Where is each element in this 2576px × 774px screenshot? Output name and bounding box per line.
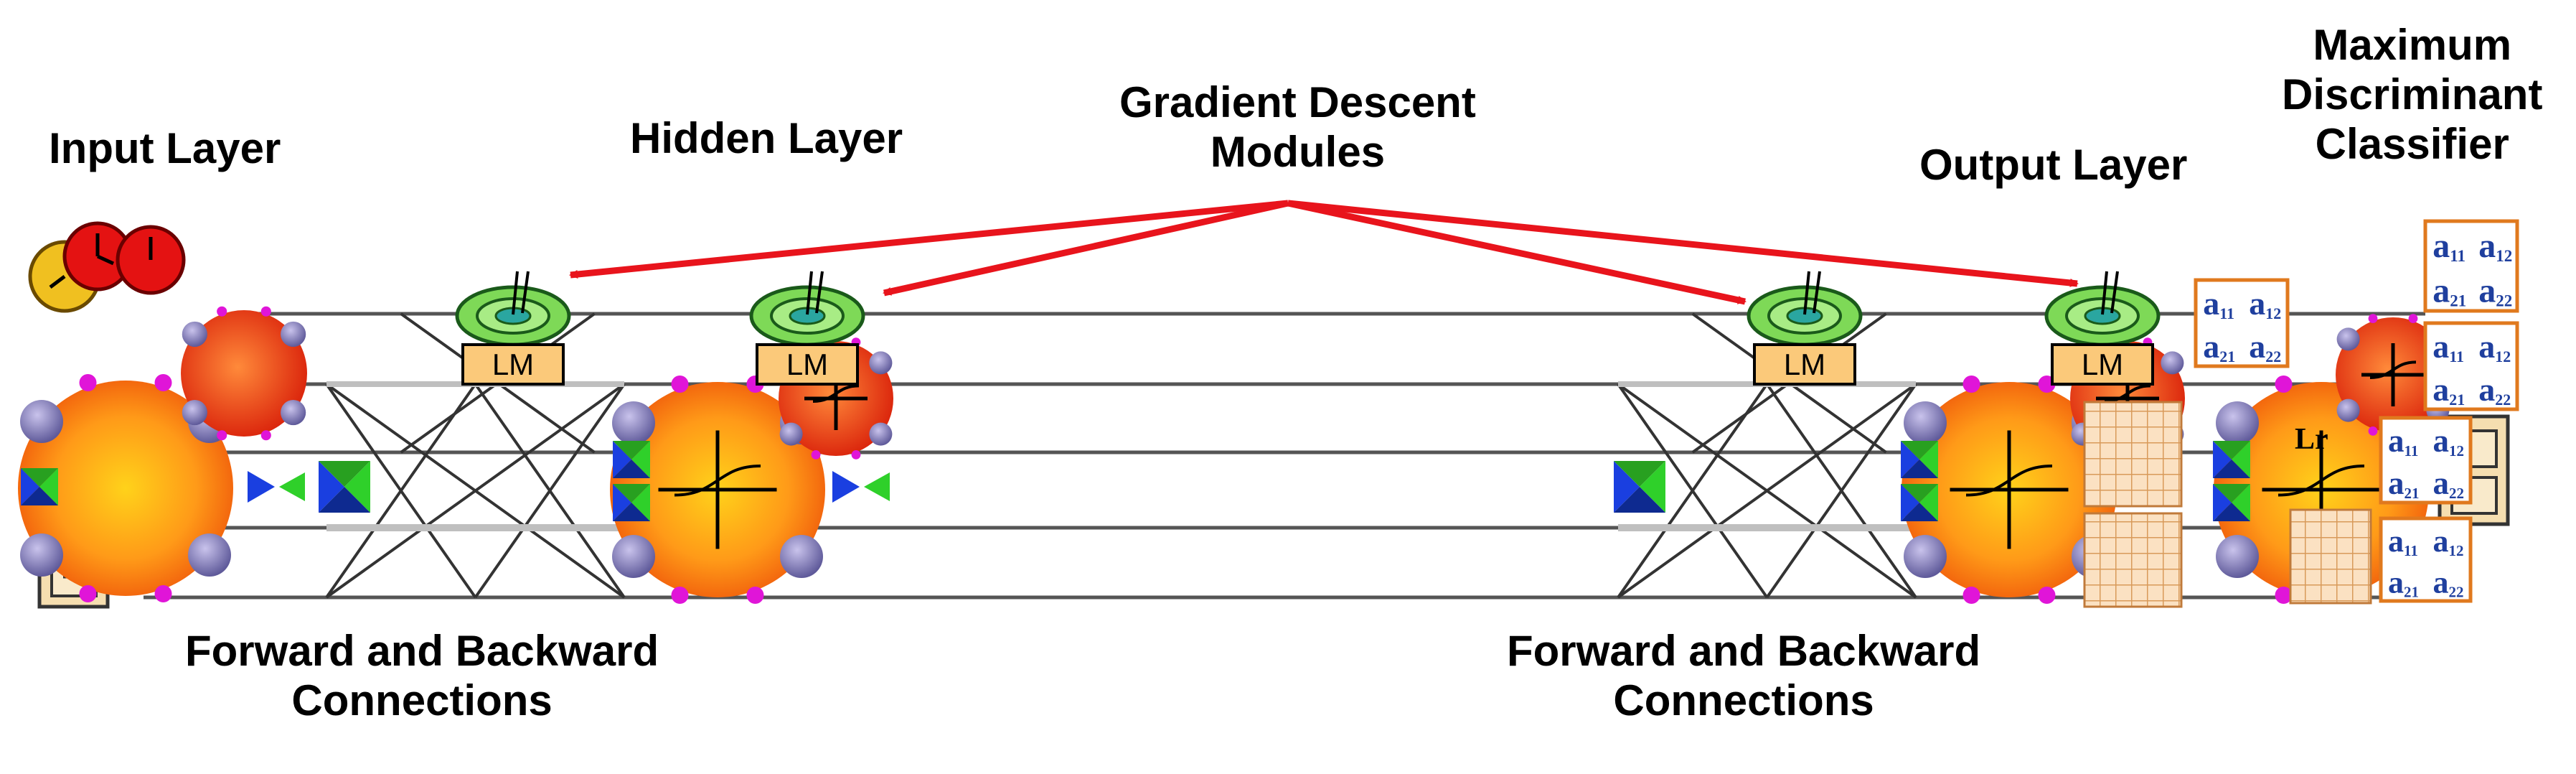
connector-triangle-icon [2213, 484, 2250, 521]
output-layer-label: Output Layer [1919, 141, 2188, 189]
connections-right-label-line1: Forward and Backward [1507, 627, 1981, 675]
connections-right-label-line2: Connections [1613, 676, 1874, 724]
connector-triangle-icon [1614, 461, 1665, 513]
module-badge-label: LM [2082, 348, 2123, 381]
hidden-layer-label: Hidden Layer [630, 114, 903, 162]
matrix-entry: a11 [2203, 285, 2234, 322]
connector-triangle-icon [1901, 484, 1938, 521]
connectors [21, 441, 2250, 521]
connection-mesh [1617, 312, 1917, 599]
connector-triangle-icon [613, 441, 650, 478]
gradient-modules-label: Gradient Descent Modules [1119, 78, 1476, 177]
connector-triangle-icon [1901, 441, 1938, 478]
gradient-module-icon: LM [2044, 271, 2161, 386]
module-badge-label: LM [492, 348, 534, 381]
clock-icon [28, 221, 186, 313]
connector-triangle-icon [319, 461, 370, 513]
connection-meshes [325, 312, 1917, 599]
gradient-module-icon: LM [1747, 271, 1863, 386]
connections-right-label: Forward and Backward Connections [1507, 626, 1980, 725]
gradient-modules-label-line1: Gradient Descent [1119, 78, 1476, 126]
classifier-label-line3: Classifier [2315, 120, 2509, 168]
arrow-to-hidden-module-1 [569, 200, 1289, 279]
arrow-to-output-module-2 [1287, 200, 2079, 287]
arrow-to-output-module-1 [1287, 200, 1747, 305]
neurons [18, 306, 2450, 604]
classifier-label-line2: Discriminant [2282, 70, 2543, 118]
input-small-neuron-icon [181, 306, 307, 441]
module-badge-label: LM [786, 348, 828, 381]
input-neuron-icon [18, 374, 233, 602]
connector-triangle-icon [613, 484, 650, 521]
connector-triangle-icon [248, 471, 305, 503]
connector-triangle-icon [2213, 441, 2250, 478]
gradient-module-icon: LM [455, 271, 571, 386]
connections-left-label-line2: Connections [291, 676, 553, 724]
module-badge-label: LM [1784, 348, 1825, 381]
module-pointer-arrows [569, 200, 2079, 305]
grid-pads [2083, 401, 2372, 608]
connections-left-label: Forward and Backward Connections [185, 626, 659, 725]
connector-triangle-icon [21, 468, 58, 505]
gradient-modules-label-line2: Modules [1210, 128, 1386, 176]
gradient-modules: LM LM LM LM [455, 271, 2161, 386]
gradient-module-icon: LM [749, 271, 865, 386]
arrow-to-hidden-module-2 [883, 200, 1289, 297]
connector-triangle-icon [832, 471, 890, 503]
input-layer-label: Input Layer [49, 124, 281, 172]
connections-left-label-line1: Forward and Backward [185, 627, 659, 675]
lr-label: Lr [2295, 423, 2328, 456]
classifier-label: Maximum Discriminant Classifier [2282, 20, 2542, 169]
classifier-label-line1: Maximum [2313, 21, 2512, 69]
